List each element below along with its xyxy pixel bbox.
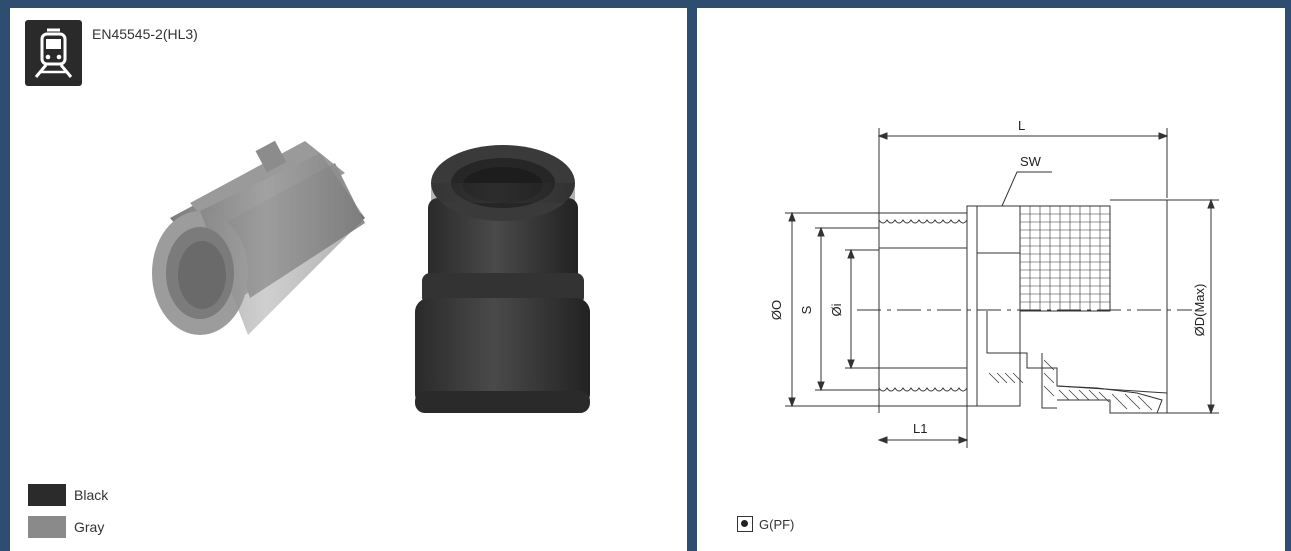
black-swatch [28, 484, 66, 506]
dim-SW-label: SW [1020, 154, 1042, 169]
dim-D-label: ØD(Max) [1192, 284, 1207, 337]
dimension-drawing: L SW ØO S Øi ØD(Max) L1 [769, 118, 1219, 448]
thread-label: G(PF) [759, 516, 795, 532]
black-fitting [415, 145, 590, 413]
bullet-icon [737, 516, 753, 532]
train-icon [25, 20, 82, 86]
dim-i-label: Øi [829, 303, 844, 316]
gray-swatch [28, 516, 66, 538]
black-label: Black [74, 487, 109, 503]
color-option-gray: Gray [28, 516, 104, 538]
thread-type: G(PF) [737, 516, 794, 532]
product-photo [152, 140, 590, 413]
technical-drawing-panel: L SW ØO S Øi ØD(Max) L1 G(PF) [697, 8, 1285, 551]
dim-S-label: S [799, 305, 814, 314]
dim-L1-label: L1 [913, 421, 927, 436]
standard-label: EN45545-2(HL3) [92, 26, 198, 42]
gray-label: Gray [74, 519, 105, 535]
gray-fitting [152, 140, 365, 335]
color-option-black: Black [28, 484, 108, 506]
dim-L-label: L [1018, 118, 1025, 133]
dim-O-label: ØO [769, 300, 784, 320]
product-photo-panel: EN45545-2(HL3) [10, 8, 687, 551]
